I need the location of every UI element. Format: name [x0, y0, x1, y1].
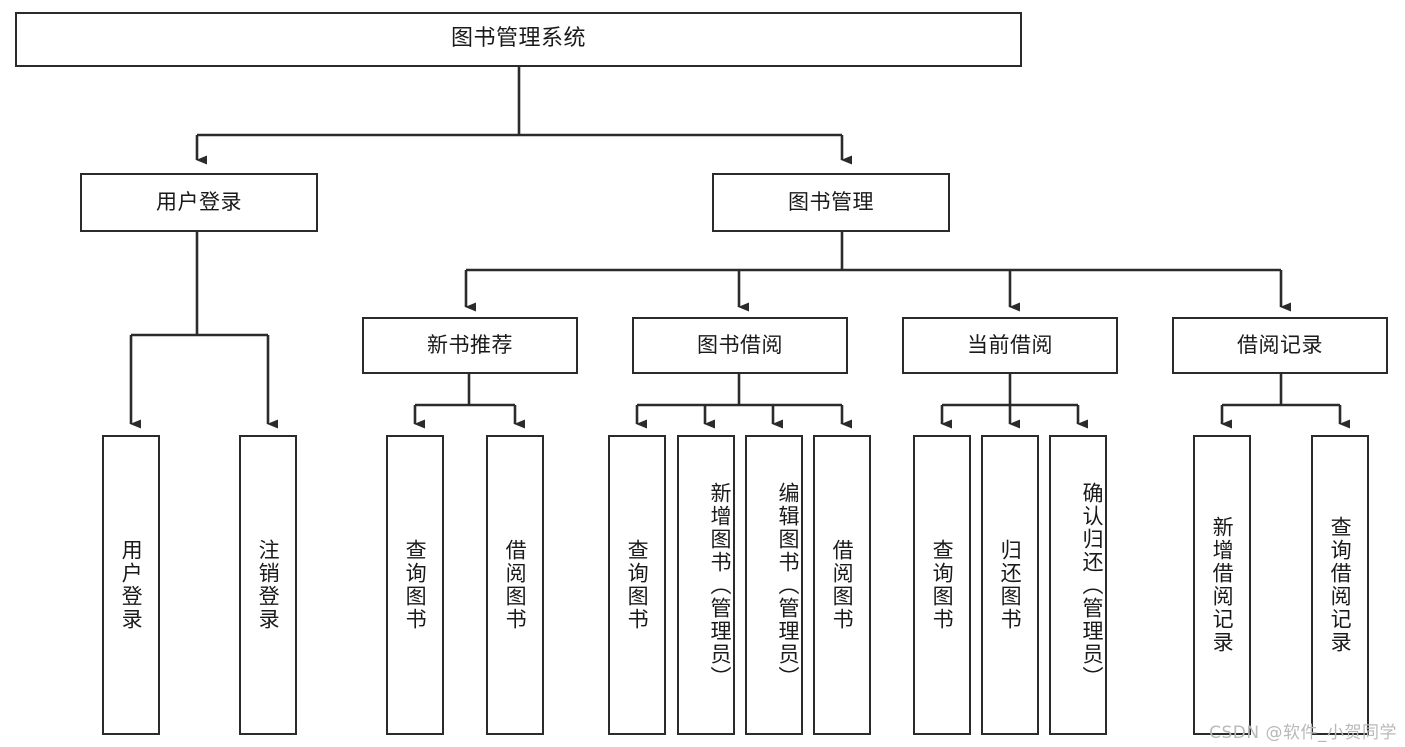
node-book-borrowing[interactable]: 图书借阅 — [632, 317, 848, 374]
node-label: 查询图书 — [930, 539, 955, 631]
node-label: 新书推荐 — [427, 332, 513, 357]
node-label: 注销登录 — [256, 539, 281, 631]
node-label: 新增借阅记录 — [1210, 516, 1235, 654]
node-label: 查询图书 — [403, 539, 428, 631]
node-new-book-recommendation[interactable]: 新书推荐 — [362, 317, 578, 374]
leaf-user-login[interactable]: 用户登录 — [102, 435, 160, 735]
node-label: 用户登录 — [119, 539, 144, 631]
node-label: 编辑图书（管理员） — [776, 481, 800, 689]
node-book-management[interactable]: 图书管理 — [712, 173, 950, 232]
leaf-query-book-current[interactable]: 查询图书 — [913, 435, 971, 735]
node-label: 图书管理系统 — [450, 26, 586, 52]
leaf-query-book-borrowing[interactable]: 查询图书 — [608, 435, 666, 735]
leaf-logout-login[interactable]: 注销登录 — [239, 435, 297, 735]
leaf-add-borrowing-record[interactable]: 新增借阅记录 — [1193, 435, 1251, 735]
node-label: 归还图书 — [998, 539, 1023, 631]
node-label: 借阅记录 — [1237, 332, 1323, 357]
leaf-return-book[interactable]: 归还图书 — [981, 435, 1039, 735]
node-user-login[interactable]: 用户登录 — [80, 173, 318, 232]
node-current-borrowing[interactable]: 当前借阅 — [902, 317, 1118, 374]
node-label: 借阅图书 — [503, 539, 528, 631]
node-label: 新增图书（管理员） — [708, 481, 732, 689]
leaf-confirm-return-admin[interactable]: 确认归还（管理员） — [1049, 435, 1107, 735]
leaf-query-book-recommendation[interactable]: 查询图书 — [386, 435, 444, 735]
csdn-watermark: CSDN @软件_小贺同学 — [1209, 723, 1397, 743]
node-label: 图书借阅 — [697, 332, 783, 357]
node-label: 借阅图书 — [830, 539, 855, 631]
node-label: 图书管理 — [788, 189, 874, 214]
node-label: 当前借阅 — [967, 332, 1053, 357]
leaf-query-borrowing-record[interactable]: 查询借阅记录 — [1311, 435, 1369, 735]
node-label: 用户登录 — [156, 189, 242, 214]
node-label: 确认归还（管理员） — [1080, 481, 1104, 689]
leaf-borrow-book-borrowing[interactable]: 借阅图书 — [813, 435, 871, 735]
leaf-add-book-admin[interactable]: 新增图书（管理员） — [677, 435, 735, 735]
node-label: 查询借阅记录 — [1328, 516, 1353, 654]
leaf-edit-book-admin[interactable]: 编辑图书（管理员） — [745, 435, 803, 735]
leaf-borrow-book-recommendation[interactable]: 借阅图书 — [486, 435, 544, 735]
node-root-book-management-system[interactable]: 图书管理系统 — [15, 12, 1022, 67]
node-label: 查询图书 — [625, 539, 650, 631]
node-borrowing-record[interactable]: 借阅记录 — [1172, 317, 1388, 374]
